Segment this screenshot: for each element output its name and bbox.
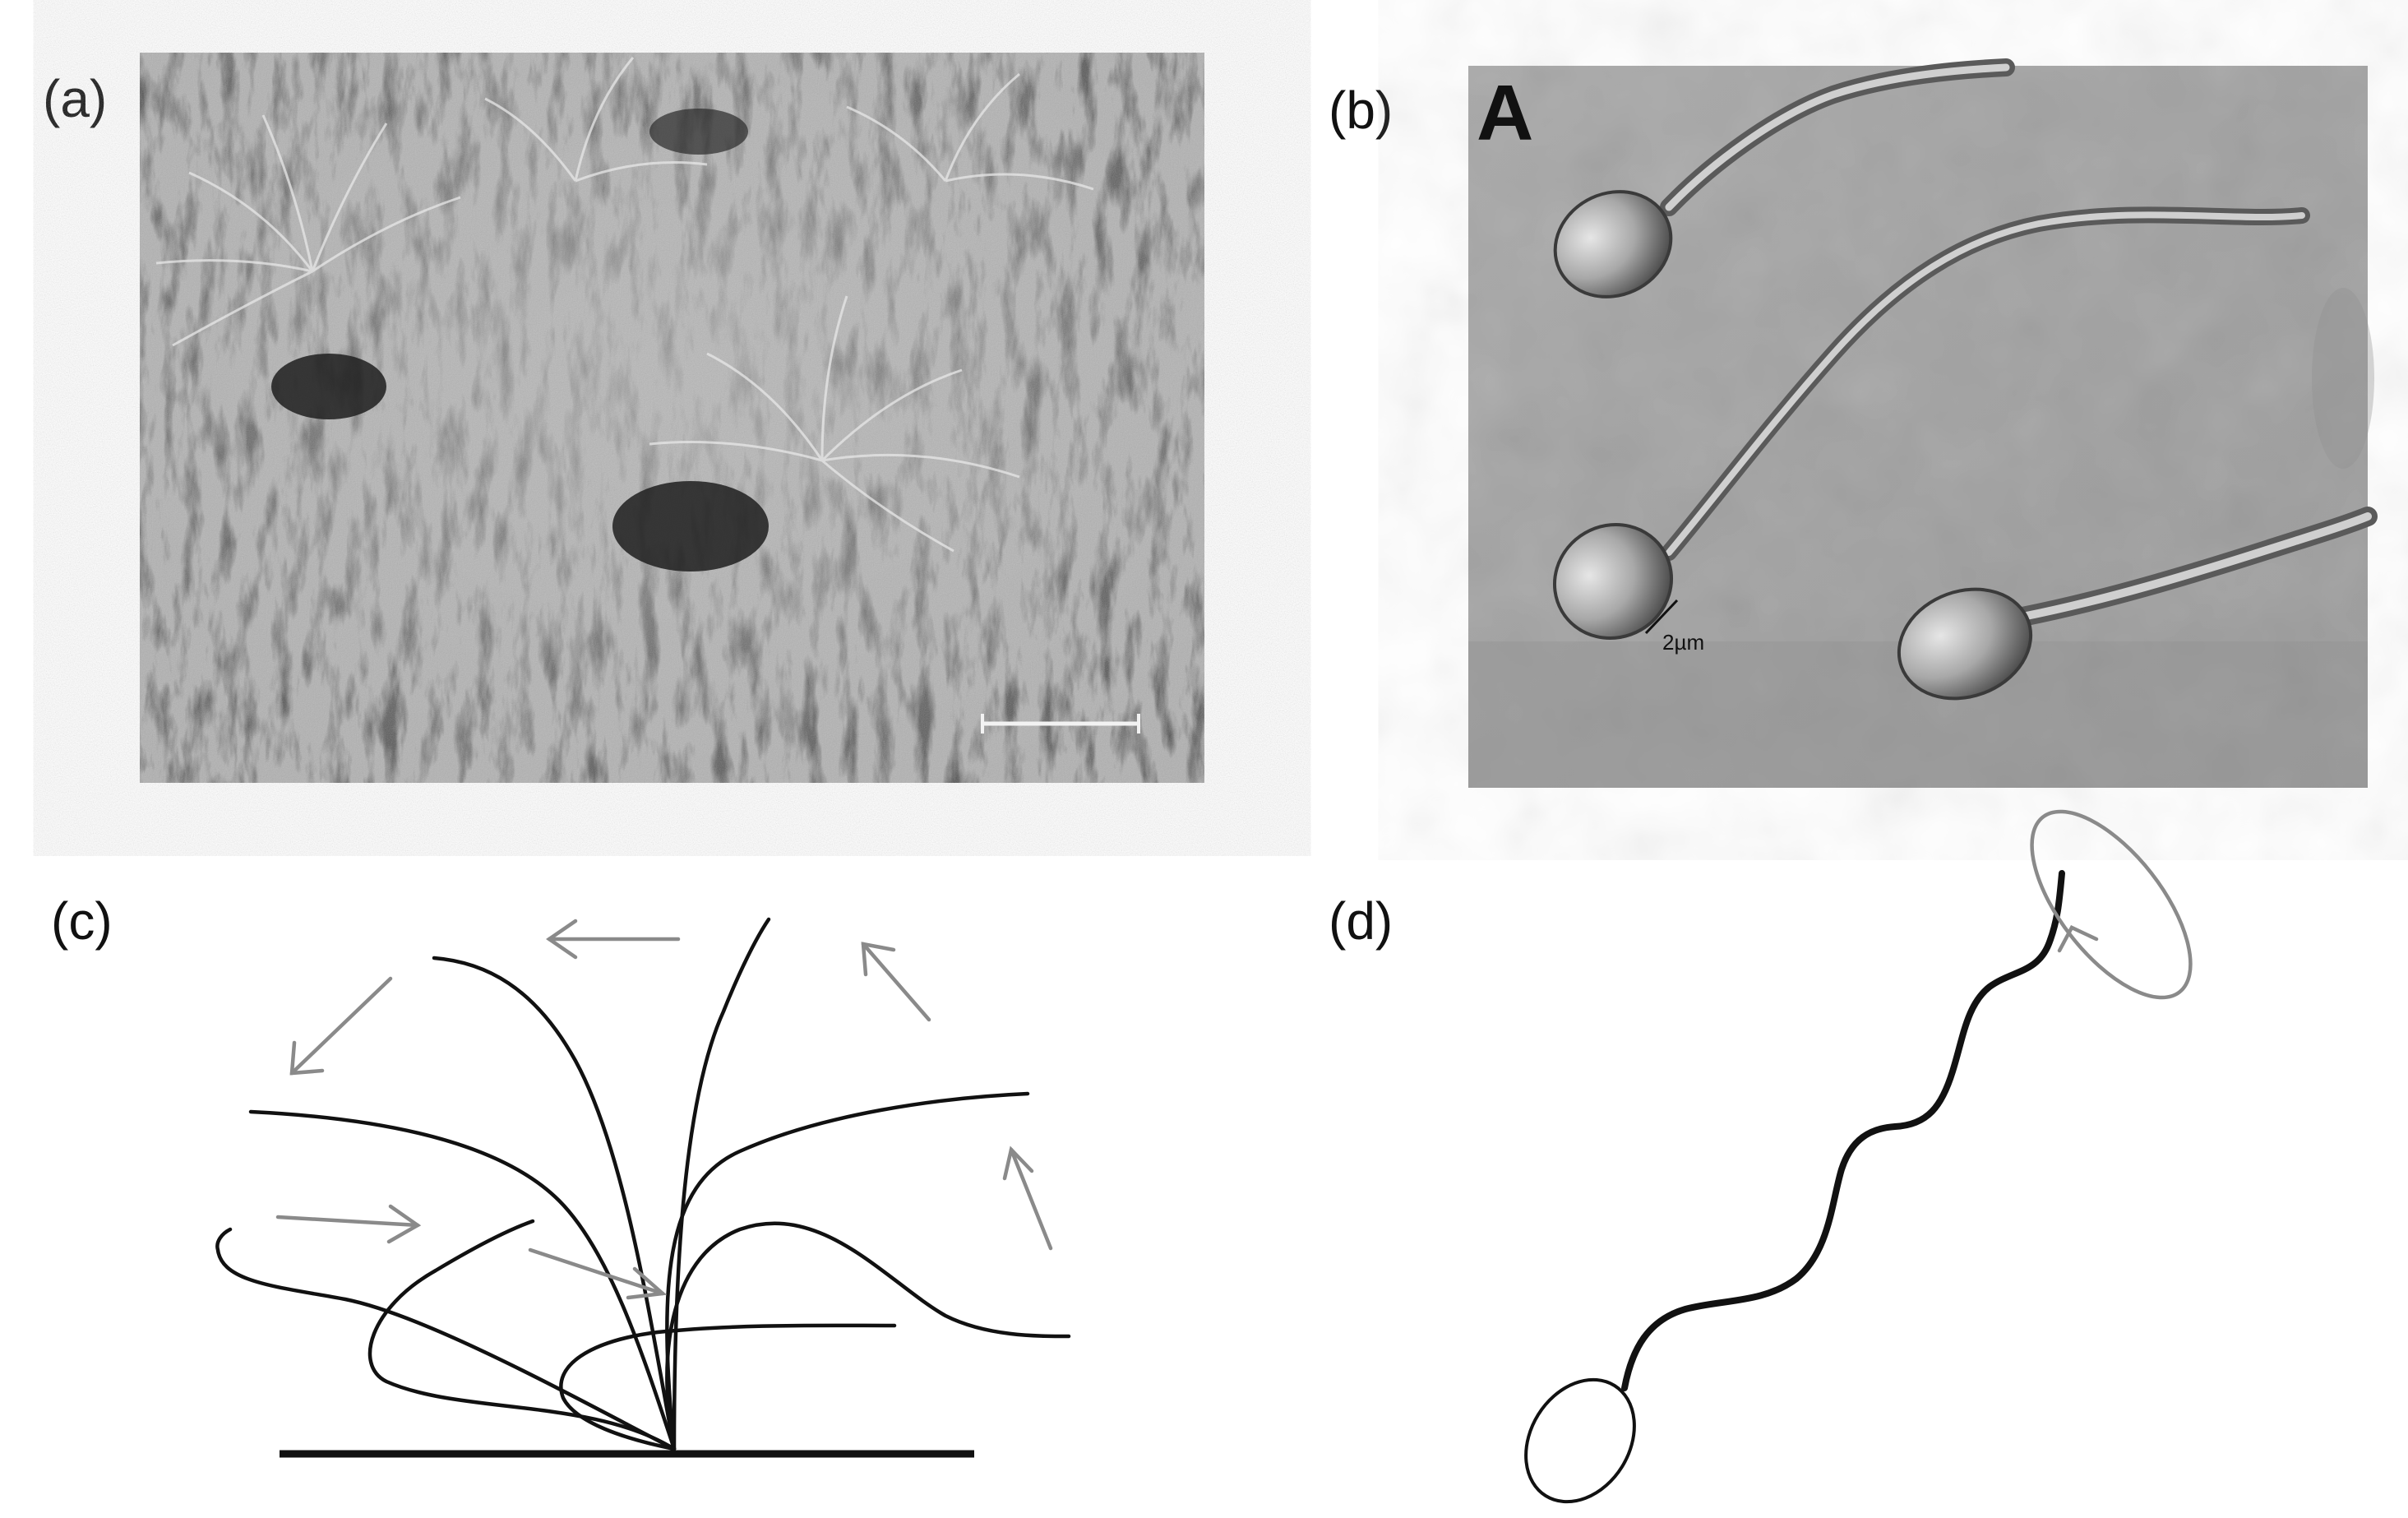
panel-label-b: (b) (1329, 81, 1393, 140)
panel-label-a: (a) (43, 69, 108, 128)
inset-letter-b: A (1477, 69, 1533, 157)
cilium-stroke-4 (665, 1091, 1030, 1451)
cilium-positions (215, 917, 1071, 1451)
cilium-stroke-3 (672, 917, 771, 1451)
scale-bar-b (1644, 599, 1679, 635)
flagella (1660, 58, 2378, 627)
cilium-stroke-2 (248, 1109, 677, 1451)
arrow-c-2 (289, 976, 393, 1076)
sperm-heads (1552, 190, 2033, 701)
cilia-tufts (155, 57, 1094, 553)
panel-label-d: (d) (1329, 891, 1393, 951)
panel-b-micrograph: 2µm A (1468, 58, 2378, 788)
cilium-stroke-7 (215, 1227, 677, 1451)
cilium-stroke-5 (665, 1221, 1071, 1451)
arrow-c-3 (861, 942, 931, 1022)
arrow-c-6 (1002, 1145, 1053, 1251)
arrow-c-1 (546, 919, 681, 960)
arrow-d-1 (2057, 925, 2099, 953)
cilium-stroke-6 (367, 1219, 677, 1451)
panel-c-cilium-beat (215, 917, 1071, 1458)
panel-a-micrograph (140, 53, 1204, 783)
scale-label-b: 2µm (1662, 630, 1704, 655)
arrow-c-5 (528, 1247, 668, 1300)
cilium-stroke-8 (559, 1323, 897, 1451)
flagellate-head (1524, 1377, 1636, 1504)
panel-label-c: (c) (51, 891, 113, 951)
panel-d-flagellum (1524, 809, 2193, 1504)
rotation-path (2030, 809, 2193, 1000)
beat-arrows (275, 919, 1053, 1300)
arrow-c-4 (275, 1204, 422, 1244)
flagellum-wave (1621, 870, 2065, 1391)
cilium-stroke-1 (432, 956, 677, 1451)
